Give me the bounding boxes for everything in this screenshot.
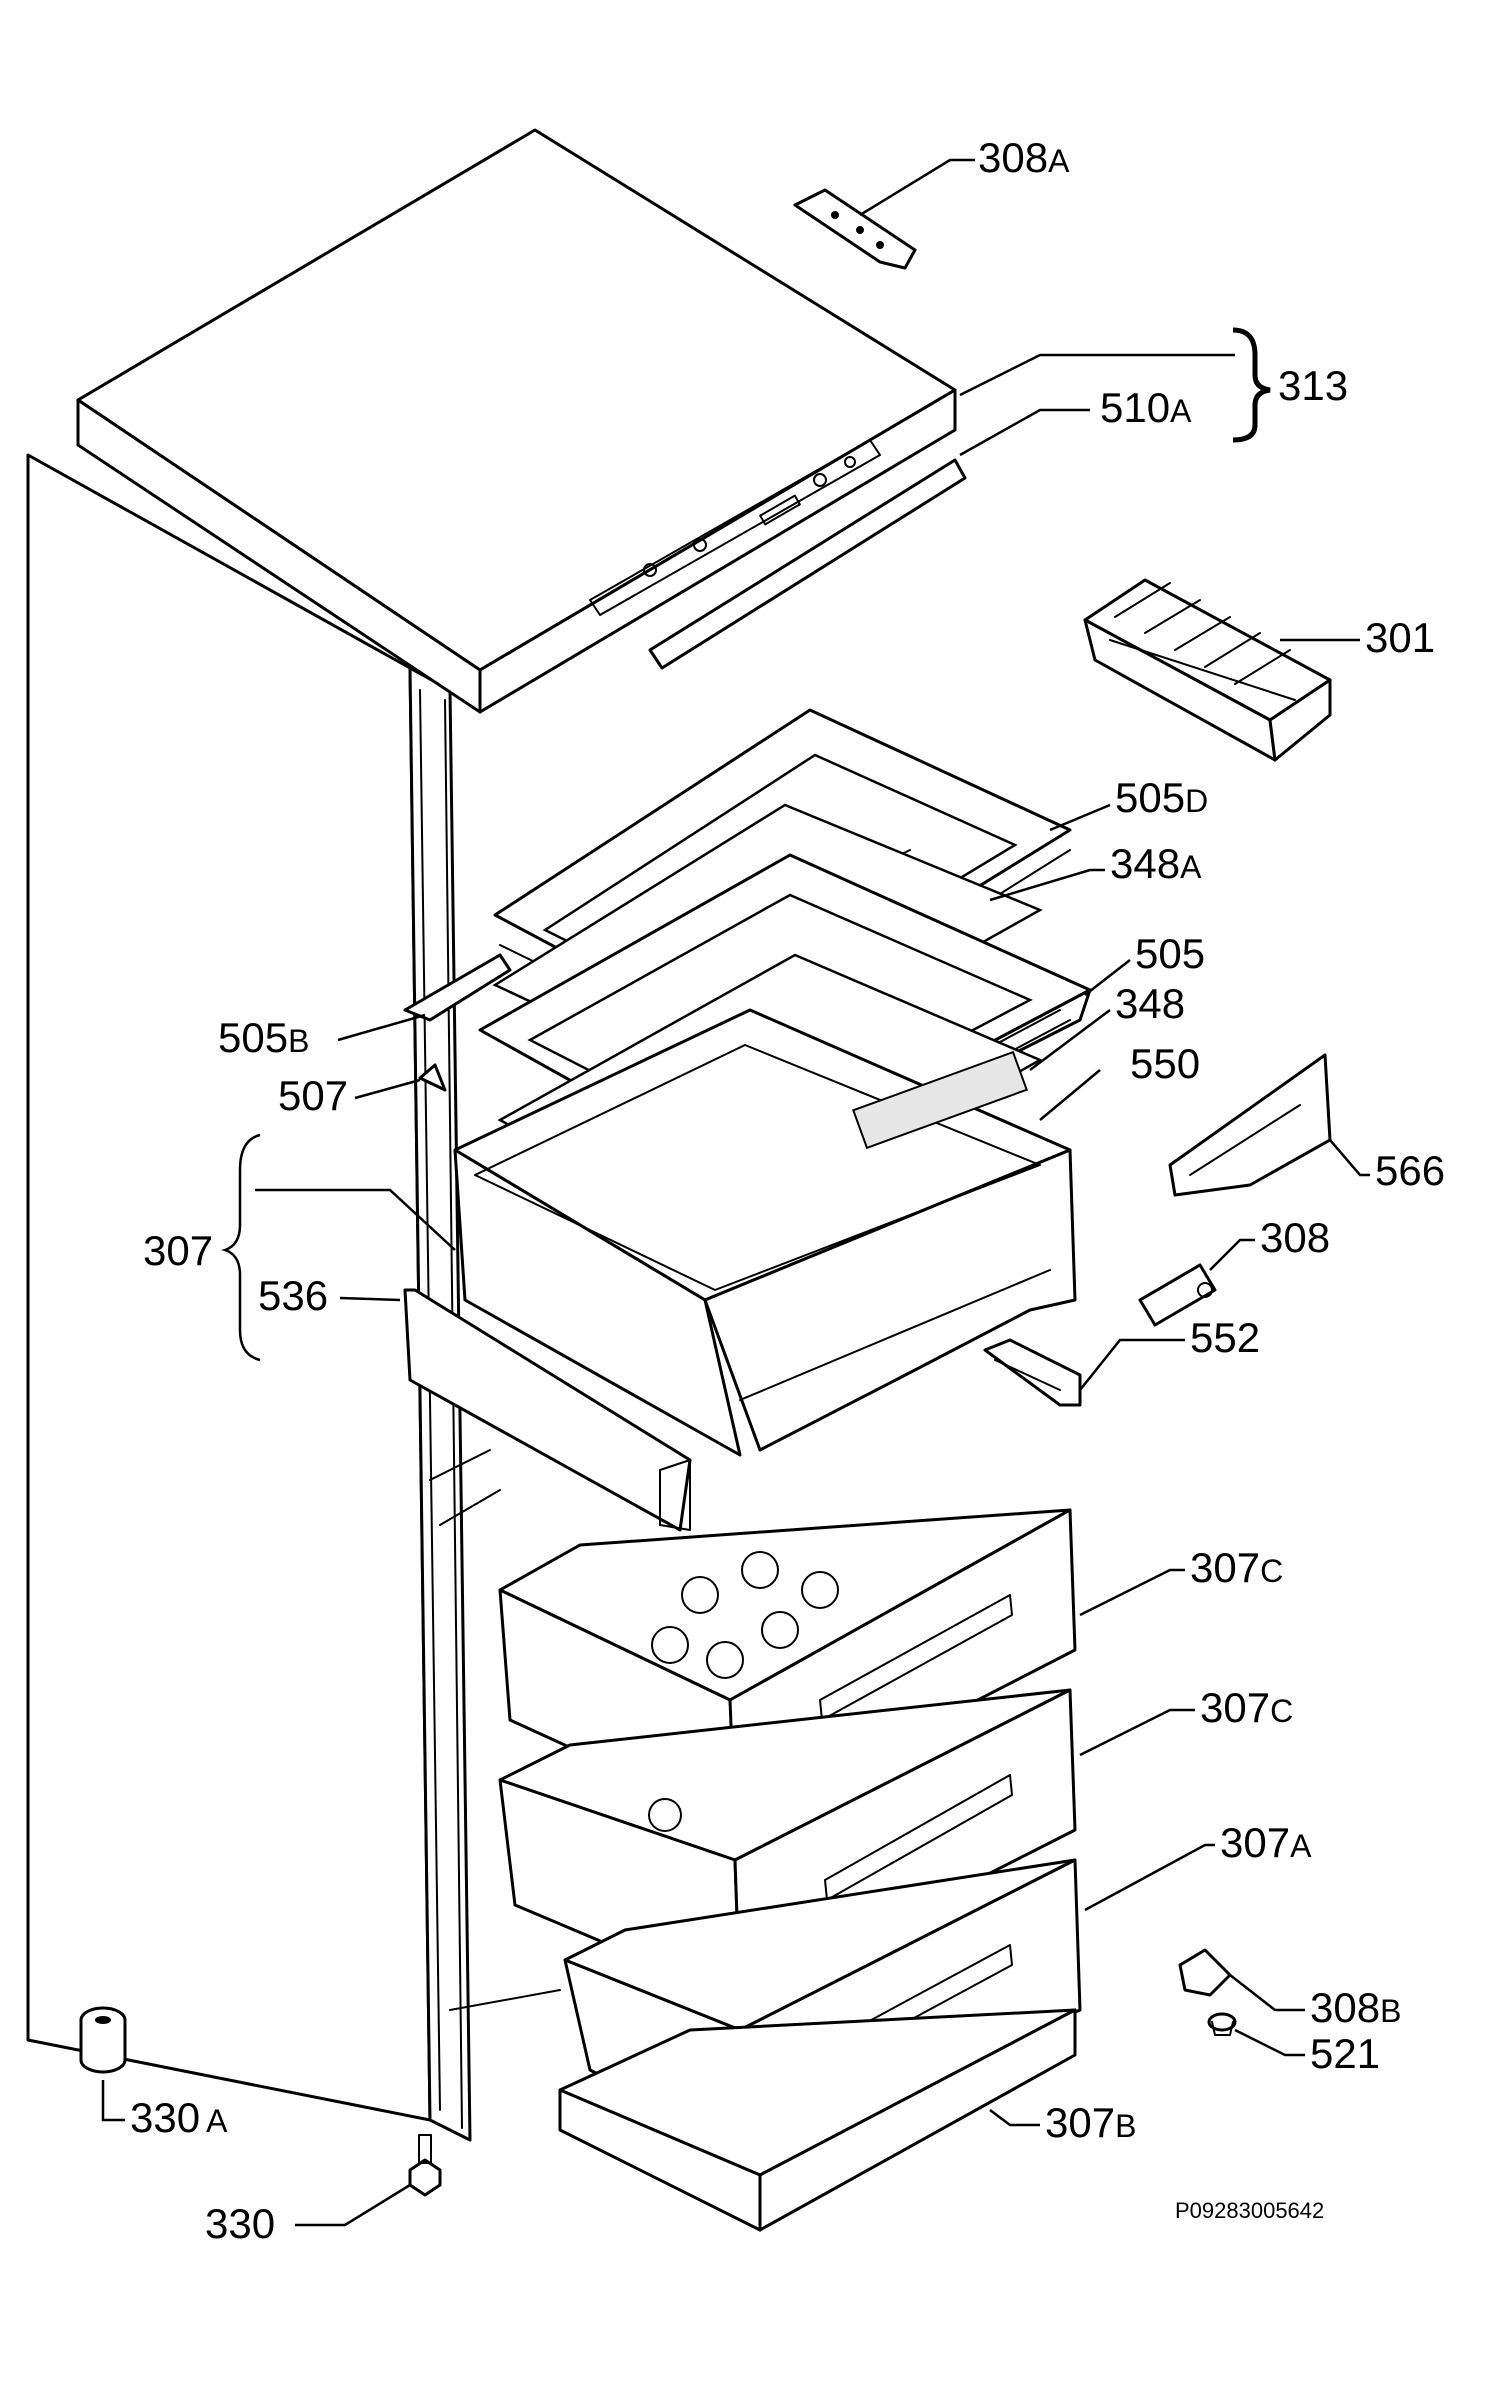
- rail-552: [983, 1338, 1082, 1407]
- label-566: 566: [1375, 1147, 1445, 1194]
- top-cover: [76, 128, 967, 714]
- label-348a: 348A: [1110, 840, 1202, 887]
- label-536: 536: [258, 1272, 328, 1319]
- basket-307: [453, 1008, 1077, 1457]
- label-505: 505: [1135, 930, 1205, 977]
- tray-307b: [558, 2008, 1077, 2232]
- foot-330a: [79, 2006, 127, 2074]
- hinge-308a: [793, 188, 917, 270]
- label-330: 330: [205, 2200, 275, 2247]
- label-505b: 505B: [218, 1014, 309, 1061]
- label-308a: 308A: [978, 134, 1070, 181]
- label-552: 552: [1190, 1314, 1260, 1361]
- label-307b: 307B: [1045, 2099, 1136, 2146]
- brace-313: [1232, 327, 1271, 443]
- bracket-308b: [1178, 1948, 1232, 1997]
- label-521: 521: [1310, 2030, 1380, 2077]
- ice-tray-301: [1083, 578, 1332, 762]
- label-313: 313: [1278, 362, 1348, 409]
- flap-536: [403, 1288, 692, 1532]
- cabinet-body: [26, 453, 561, 2142]
- label-307a: 307A: [1220, 1819, 1312, 1866]
- label-308: 308: [1260, 1214, 1330, 1261]
- label-307c-middle: 307C: [1200, 1684, 1293, 1731]
- label-301: 301: [1365, 614, 1435, 661]
- brace-307: [221, 1133, 261, 1362]
- label-307: 307: [143, 1227, 213, 1274]
- support-566: [1168, 1053, 1332, 1197]
- label-307c-top: 307C: [1190, 1544, 1283, 1591]
- bracket-308: [1138, 1263, 1217, 1327]
- label-550: 550: [1130, 1040, 1200, 1087]
- plug-521: [1207, 2012, 1237, 2036]
- clip-507: [418, 1063, 447, 1092]
- reference-code: P09283005642: [1175, 2198, 1324, 2223]
- label-348: 348: [1115, 980, 1185, 1027]
- labels: 308A 313 510A 301 505D 348A 505 348 505B…: [130, 134, 1445, 2247]
- leader-lines: [101, 158, 1370, 2227]
- label-510a: 510A: [1100, 384, 1192, 431]
- label-308b: 308B: [1310, 1984, 1401, 2031]
- label-505d: 505D: [1115, 774, 1208, 821]
- label-507: 507: [278, 1072, 348, 1119]
- foot-330: [408, 2134, 442, 2197]
